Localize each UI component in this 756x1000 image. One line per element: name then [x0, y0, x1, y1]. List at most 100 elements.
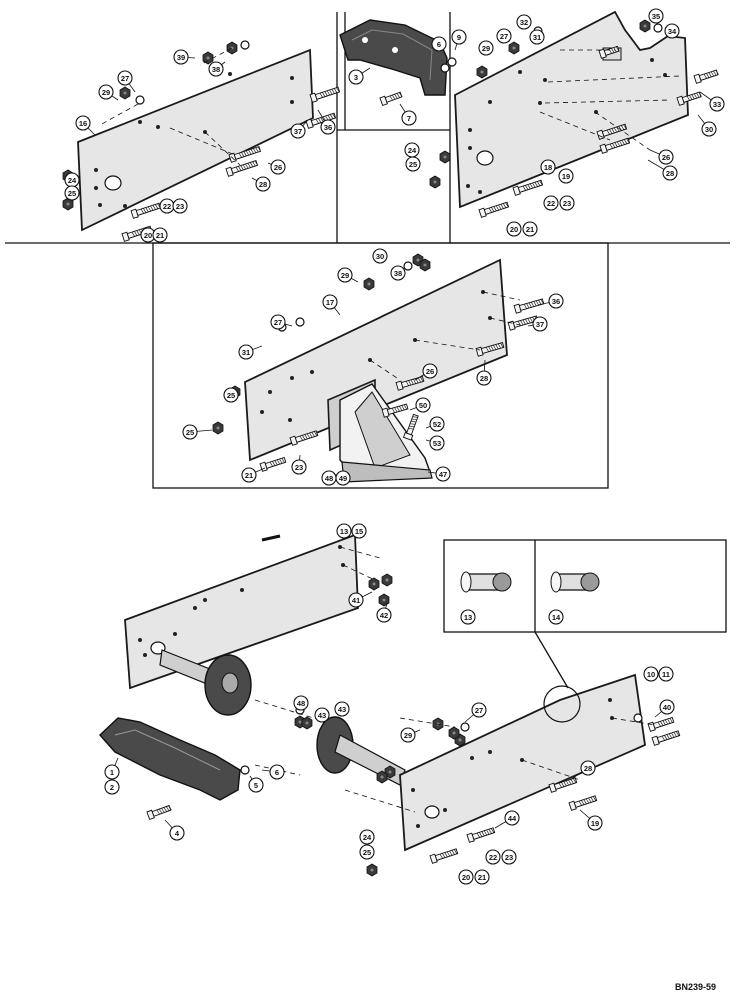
callout-21: 21	[241, 467, 266, 483]
detail-circle	[543, 685, 581, 723]
nut	[448, 726, 460, 740]
bolt	[309, 86, 341, 103]
bore-hole	[424, 805, 440, 819]
callout-4: 4	[164, 819, 185, 841]
callout-13: 13	[460, 609, 476, 625]
svg-text:25: 25	[363, 848, 371, 857]
nut	[366, 863, 378, 877]
svg-text:23: 23	[176, 202, 184, 211]
callout-23: 23	[501, 849, 517, 865]
callout-25: 25	[182, 424, 213, 440]
svg-text:22: 22	[163, 202, 171, 211]
side-plate-10-11	[399, 673, 646, 852]
callout-18: 18	[540, 159, 556, 175]
callout-49: 49	[335, 470, 351, 486]
bolt	[429, 848, 459, 864]
nut	[508, 41, 520, 55]
side-plate-18	[454, 10, 689, 209]
nut	[119, 86, 131, 100]
callout-5: 5	[248, 775, 264, 793]
callout-36: 36	[317, 109, 336, 135]
callout-53: 53	[425, 435, 445, 451]
bolt	[568, 795, 598, 811]
svg-text:26: 26	[274, 163, 282, 172]
washer	[135, 95, 145, 105]
callout-30: 30	[372, 248, 388, 264]
svg-text:32: 32	[520, 18, 528, 27]
callout-24: 24	[64, 172, 80, 188]
callout-28: 28	[476, 359, 492, 386]
washer	[295, 317, 305, 327]
callout-2: 2	[104, 779, 120, 795]
hardware	[62, 19, 719, 877]
callout-6: 6	[431, 36, 447, 52]
callout-7: 7	[399, 103, 417, 126]
callout-28: 28	[647, 159, 678, 181]
bolt	[379, 91, 403, 107]
callout-38: 38	[390, 265, 406, 281]
callout-13: 13	[336, 523, 352, 539]
washer	[447, 57, 457, 67]
svg-text:15: 15	[355, 527, 363, 536]
bolt	[146, 804, 172, 821]
callout-47: 47	[427, 466, 451, 482]
callout-23: 23	[559, 195, 575, 211]
nut	[301, 716, 313, 730]
svg-text:19: 19	[562, 172, 570, 181]
callout-6: 6	[261, 764, 285, 780]
svg-text:43: 43	[338, 705, 346, 714]
callout-28: 28	[569, 760, 596, 781]
svg-text:34: 34	[668, 27, 677, 36]
bolt	[599, 137, 631, 154]
end-casting-3	[339, 19, 448, 96]
callout-24: 24	[404, 142, 420, 158]
callout-3: 3	[348, 67, 371, 85]
svg-text:29: 29	[102, 88, 110, 97]
callout-26: 26	[649, 149, 674, 165]
nut	[429, 175, 441, 189]
washer	[460, 722, 470, 732]
callout-43: 43	[314, 707, 330, 723]
callout-27: 27	[496, 28, 512, 44]
callout-9: 9	[451, 29, 467, 51]
detail-pin-14	[550, 571, 600, 593]
svg-text:21: 21	[526, 225, 534, 234]
bolt	[466, 827, 496, 843]
callout-31: 31	[238, 344, 263, 360]
svg-text:35: 35	[652, 12, 660, 21]
svg-text:40: 40	[663, 703, 671, 712]
callout-26: 26	[267, 159, 286, 175]
svg-text:30: 30	[376, 252, 384, 261]
bolt	[651, 730, 681, 746]
callout-29: 29	[98, 84, 119, 101]
svg-text:38: 38	[212, 65, 220, 74]
bolt	[693, 69, 719, 84]
svg-text:1: 1	[110, 768, 114, 777]
svg-text:24: 24	[363, 833, 372, 842]
nut	[439, 150, 451, 164]
nut	[363, 277, 375, 291]
svg-text:43: 43	[318, 711, 326, 720]
callout-25: 25	[223, 387, 239, 403]
svg-text:44: 44	[508, 814, 517, 823]
callout-25: 25	[405, 156, 421, 172]
svg-text:29: 29	[482, 44, 490, 53]
callout-36: 36	[537, 293, 564, 309]
svg-text:16: 16	[79, 119, 87, 128]
callout-21: 21	[152, 227, 168, 243]
svg-text:28: 28	[259, 180, 267, 189]
side-plate-17	[244, 258, 508, 462]
callout-21: 21	[474, 869, 490, 885]
callout-20: 20	[506, 221, 522, 237]
callout-27: 27	[464, 702, 487, 723]
svg-text:9: 9	[457, 33, 461, 42]
callout-27: 27	[117, 70, 136, 93]
svg-text:21: 21	[478, 873, 486, 882]
callout-22: 22	[543, 195, 559, 211]
callout-37: 37	[290, 119, 309, 139]
callout-19: 19	[579, 809, 603, 831]
svg-text:14: 14	[552, 613, 561, 622]
svg-text:3: 3	[354, 73, 358, 82]
callout-48: 48	[293, 695, 309, 711]
callout-48: 48	[321, 470, 337, 486]
